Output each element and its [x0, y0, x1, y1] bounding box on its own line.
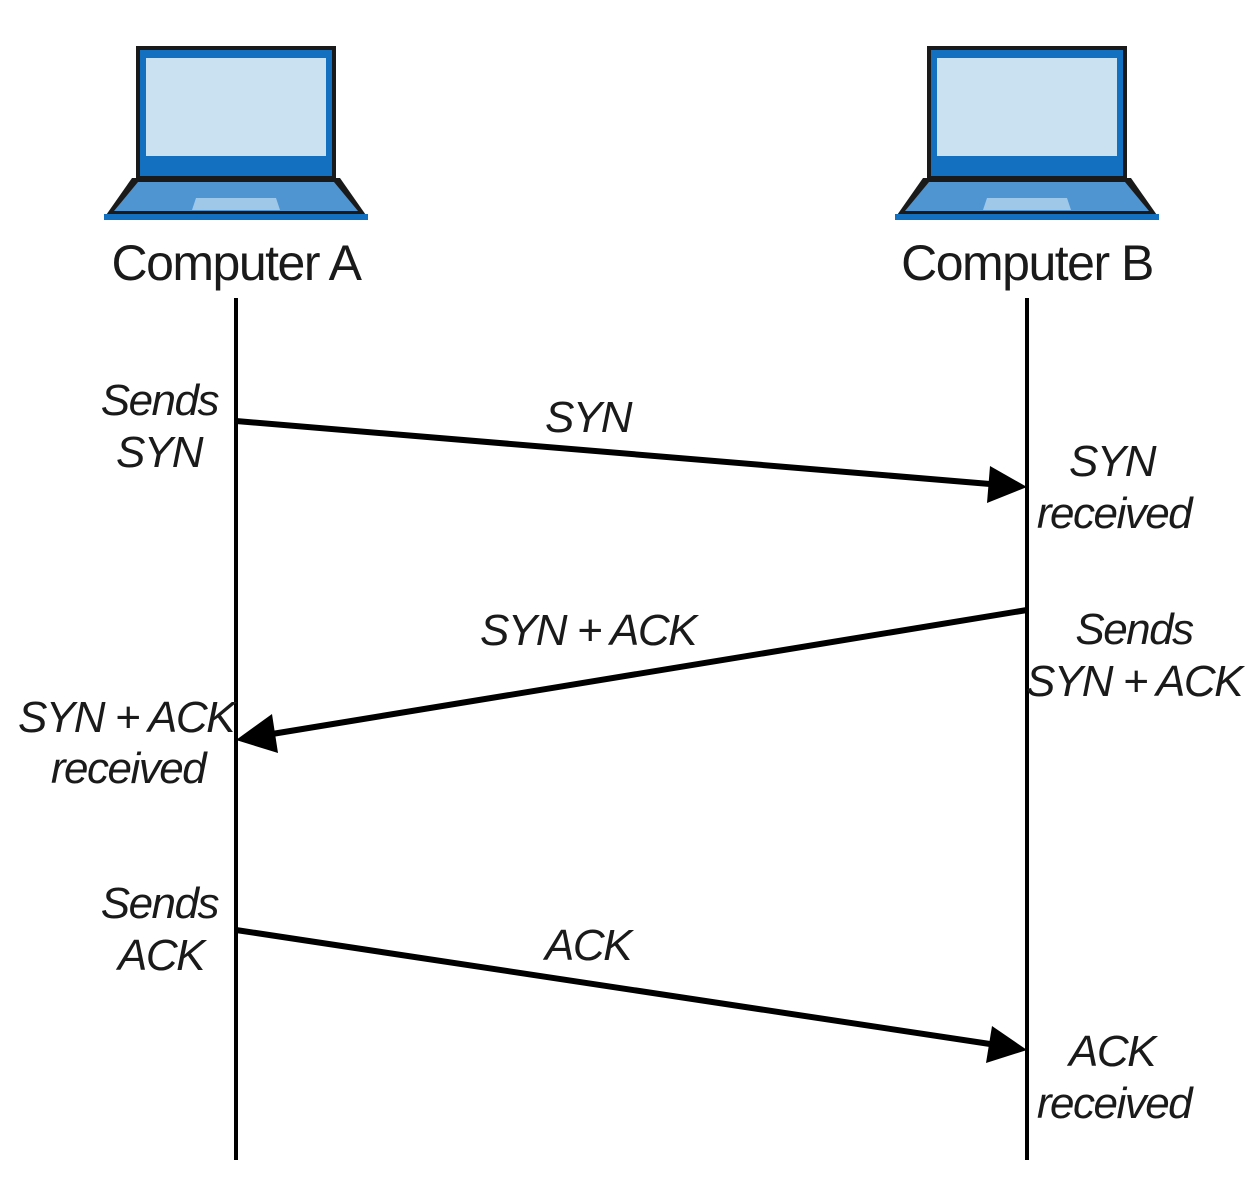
- computer-b-laptop-icon: [895, 46, 1159, 220]
- syn-ack-message-label: SYN + ACK: [480, 606, 699, 655]
- a-sends-syn-note-line1: Sends: [101, 376, 220, 425]
- b-sends-syn-ack-note-line1: Sends: [1075, 605, 1194, 654]
- b-syn-received-note-line1: SYN: [1069, 437, 1157, 486]
- syn-message-label: SYN: [545, 393, 633, 442]
- b-ack-received-note-line1: ACK: [1066, 1027, 1158, 1076]
- b-syn-received-note-line2: received: [1037, 489, 1194, 538]
- computer-a-laptop-icon: [104, 46, 368, 220]
- ack-message-label: ACK: [542, 921, 634, 970]
- syn-ack-message-arrow: [236, 607, 1028, 753]
- a-sends-ack-note-line2: ACK: [115, 931, 207, 980]
- computer-b-label: Computer B: [901, 235, 1153, 291]
- a-syn-ack-received-note-line1: SYN + ACK: [18, 693, 237, 742]
- b-sends-syn-ack-note-line2: SYN + ACK: [1026, 657, 1245, 706]
- syn-message-arrow: [235, 418, 1027, 503]
- a-sends-ack-note-line1: Sends: [101, 879, 220, 928]
- computer-a-label: Computer A: [111, 235, 362, 291]
- b-ack-received-note-line2: received: [1037, 1079, 1194, 1128]
- a-syn-ack-received-note-line2: received: [51, 744, 208, 793]
- a-sends-syn-note-line2: SYN: [116, 428, 204, 477]
- ack-message-arrow: [235, 927, 1027, 1063]
